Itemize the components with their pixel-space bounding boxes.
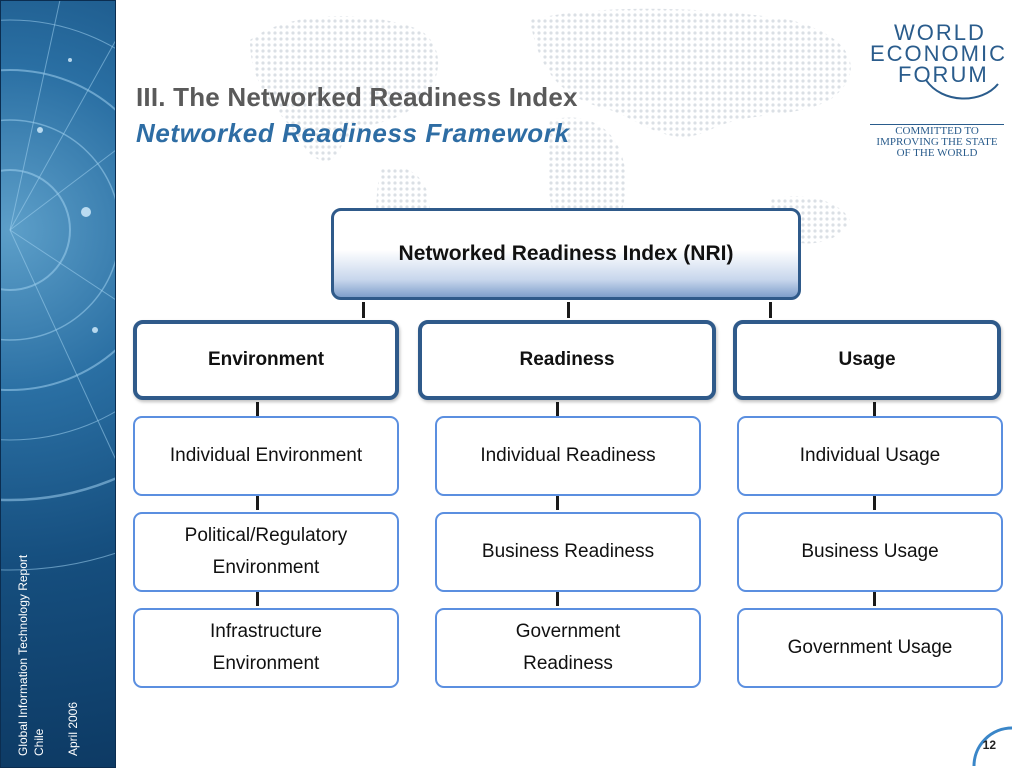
category-label: Readiness — [519, 349, 615, 370]
sub-government-usage-box: Government Usage — [737, 608, 1003, 688]
side-report-title: Global Information Technology Report — [16, 554, 30, 756]
decorative-side-band: Global Information Technology Report Chi… — [0, 0, 116, 768]
sub-government-readiness-box: Government Readiness — [435, 608, 701, 688]
radar-pattern-icon — [0, 0, 116, 768]
logo-motto-line2: IMPROVING THE STATE — [876, 136, 998, 148]
logo-arc-icon — [925, 79, 999, 100]
category-label: Environment — [207, 349, 325, 370]
sub-label: Political/Regulatory — [184, 525, 348, 546]
nri-root-box: Networked Readiness Index (NRI) — [331, 208, 801, 300]
sub-infrastructure-environment-box: Infrastructure Environment — [133, 608, 399, 688]
connector — [556, 592, 559, 606]
connector — [256, 402, 259, 416]
sub-individual-environment-box: Individual Environment — [133, 416, 399, 496]
sub-individual-readiness-box: Individual Readiness — [435, 416, 701, 496]
sub-label: Individual Readiness — [480, 445, 656, 466]
connector — [362, 302, 365, 318]
logo-word-world: WORLD — [894, 20, 986, 45]
sub-label: Infrastructure — [210, 621, 322, 642]
sub-label: Environment — [212, 557, 320, 578]
side-report-info: Global Information Technology Report Chi… — [14, 526, 94, 756]
sub-label: Environment — [212, 653, 320, 674]
connector — [873, 496, 876, 510]
logo-motto-line1: COMMITTED TO — [895, 125, 979, 137]
category-usage-box: Usage — [733, 320, 1001, 400]
connector — [256, 592, 259, 606]
logo-divider — [870, 124, 1004, 125]
connector — [556, 496, 559, 510]
connector — [873, 402, 876, 416]
slide-subtitle: Networked Readiness Framework — [136, 118, 570, 148]
logo-word-economic: ECONOMIC — [870, 41, 1007, 66]
side-report-date: April 2006 — [66, 701, 80, 756]
sub-political-regulatory-environment-box: Political/Regulatory Environment — [133, 512, 399, 592]
sub-label: Business Usage — [801, 541, 939, 562]
category-readiness-box: Readiness — [418, 320, 716, 400]
connector — [873, 592, 876, 606]
logo-motto: COMMITTED TO IMPROVING THE STATE OF THE … — [866, 126, 1008, 159]
sub-individual-usage-box: Individual Usage — [737, 416, 1003, 496]
logo-word-forum: FORUM — [898, 62, 989, 87]
side-report-country: Chile — [32, 728, 46, 756]
sub-label: Individual Environment — [169, 445, 363, 466]
logo-motto-line3: OF THE WORLD — [896, 147, 978, 159]
sub-label: Government Usage — [787, 637, 953, 658]
category-environment-box: Environment — [133, 320, 399, 400]
nri-root-label: Networked Readiness Index (NRI) — [398, 242, 734, 265]
connector — [556, 402, 559, 416]
sub-label: Government — [515, 621, 621, 642]
page-number: 12 — [968, 722, 1013, 767]
sub-business-readiness-box: Business Readiness — [435, 512, 701, 592]
world-economic-forum-logo: WORLD ECONOMIC FORUM COMMITTED TO IMPROV… — [862, 20, 1012, 170]
page-number-label: 12 — [982, 738, 996, 752]
slide-title: III. The Networked Readiness Index — [136, 82, 578, 112]
connector — [567, 302, 570, 318]
page-corner-arc-icon — [972, 726, 1013, 767]
category-label: Usage — [838, 349, 896, 370]
sub-business-usage-box: Business Usage — [737, 512, 1003, 592]
sub-label: Individual Usage — [799, 445, 941, 466]
connector — [769, 302, 772, 318]
connector — [256, 496, 259, 510]
sub-label: Business Readiness — [481, 541, 655, 562]
sub-label: Readiness — [523, 653, 613, 674]
